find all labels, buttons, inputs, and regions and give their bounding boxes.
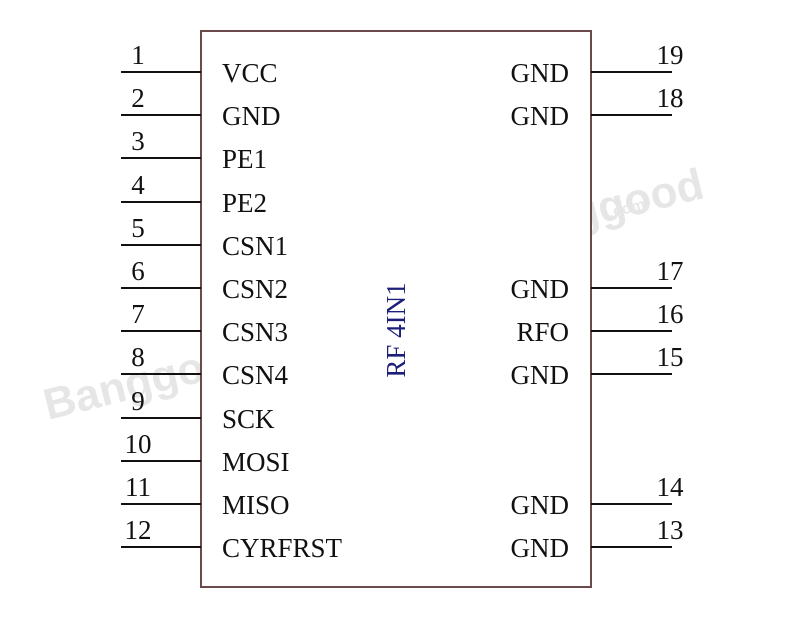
- left-pin-number: 3: [131, 126, 145, 156]
- right-pin-label: GND: [511, 533, 570, 563]
- left-pin-label: PE2: [222, 188, 267, 218]
- right-pin-label: GND: [511, 360, 570, 390]
- right-pin-number: 18: [657, 83, 684, 113]
- left-pin-label: PE1: [222, 144, 267, 174]
- left-pin-number: 11: [125, 472, 151, 502]
- right-pin-label: RFO: [516, 317, 569, 347]
- left-pin-label: VCC: [222, 58, 278, 88]
- left-pin-label: SCK: [222, 404, 275, 434]
- left-pin-number: 10: [125, 429, 152, 459]
- left-pin-number: 12: [125, 515, 152, 545]
- left-pin-label: CSN1: [222, 231, 288, 261]
- left-pin-number: 4: [131, 170, 145, 200]
- right-pin-number: 19: [657, 40, 684, 70]
- chip-name: RF 4IN1: [381, 282, 411, 377]
- left-pin-number: 8: [131, 342, 145, 372]
- left-pin-label: CSN4: [222, 360, 289, 390]
- right-pin-number: 14: [657, 472, 685, 502]
- left-pin-label: GND: [222, 101, 281, 131]
- left-pin-number: 7: [131, 299, 145, 329]
- left-pin-number: 5: [131, 213, 145, 243]
- left-pin-number: 6: [131, 256, 145, 286]
- right-pin-number: 13: [657, 515, 684, 545]
- right-pin-number: 15: [657, 342, 684, 372]
- right-pin-label: GND: [511, 490, 570, 520]
- left-pin-label: CYRFRST: [222, 533, 343, 563]
- left-pin-label: MISO: [222, 490, 290, 520]
- left-pin-number: 9: [131, 386, 145, 416]
- right-pin-number: 17: [657, 256, 684, 286]
- left-pin-number: 1: [131, 40, 145, 70]
- left-pin-label: MOSI: [222, 447, 290, 477]
- right-pin-label: GND: [511, 274, 570, 304]
- left-pin-label: CSN2: [222, 274, 288, 304]
- right-pin-label: GND: [511, 101, 570, 131]
- left-pin-label: CSN3: [222, 317, 288, 347]
- chip-body: [200, 30, 592, 588]
- right-pin-number: 16: [657, 299, 684, 329]
- left-pin-number: 2: [131, 83, 145, 113]
- right-pin-label: GND: [511, 58, 570, 88]
